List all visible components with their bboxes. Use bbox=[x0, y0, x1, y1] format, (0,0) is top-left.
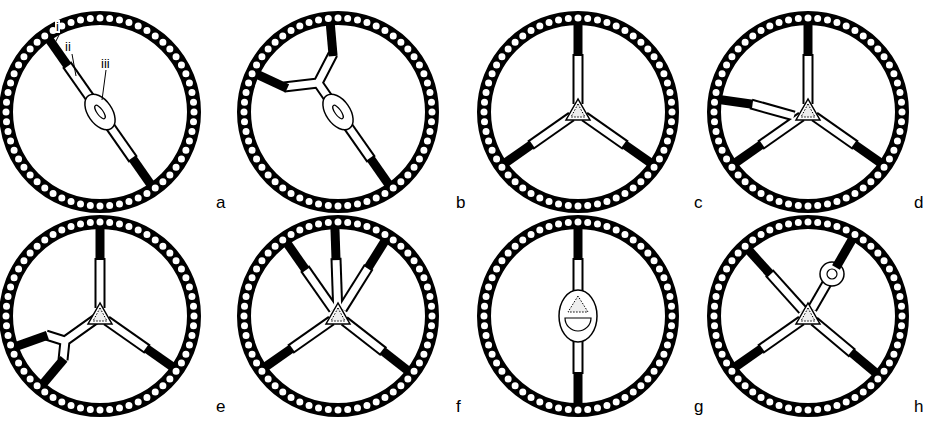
panel-d bbox=[714, 18, 902, 206]
panel-letter: f bbox=[456, 398, 461, 415]
panel-g bbox=[484, 222, 672, 410]
panel-e bbox=[6, 222, 194, 410]
part-label: iii bbox=[100, 57, 111, 70]
panel-b bbox=[244, 18, 432, 206]
panel-letter: c bbox=[694, 194, 703, 211]
panel-h bbox=[714, 222, 902, 410]
leader-lines bbox=[54, 33, 106, 100]
part-label: i bbox=[55, 20, 60, 33]
panel-letter: d bbox=[914, 194, 923, 211]
panel-c bbox=[484, 18, 672, 206]
part-label: ii bbox=[64, 40, 72, 53]
panel-letter: e bbox=[216, 398, 225, 415]
panel-f bbox=[244, 222, 432, 410]
panel-letter: a bbox=[216, 194, 225, 211]
panel-letter: g bbox=[694, 398, 703, 415]
panel-letter: h bbox=[914, 398, 923, 415]
panel-a bbox=[6, 18, 194, 206]
panel-letter: b bbox=[456, 194, 465, 211]
